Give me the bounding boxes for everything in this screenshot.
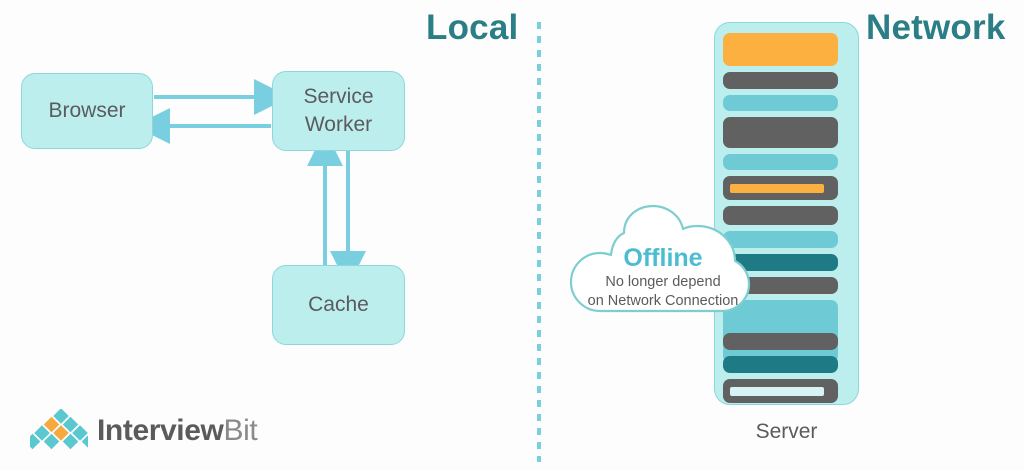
bar-teal-block	[723, 300, 838, 363]
section-title-local: Local	[426, 8, 519, 47]
cloud-title: Offline	[623, 244, 703, 272]
node-service-worker[interactable]: Service Worker	[272, 71, 405, 151]
node-cache-label: Cache	[308, 293, 369, 317]
cloud-text-block: Offline No longer depend on Network Conn…	[563, 245, 763, 310]
bar-gray-thin-1	[723, 72, 838, 89]
bar-gray-with-orange-inner-strip	[730, 183, 824, 193]
bar-gray-thin-2	[723, 206, 838, 225]
bar-gray-with-orange	[723, 176, 838, 200]
section-title-network: Network	[866, 8, 1006, 47]
offline-cloud: Offline No longer depend on Network Conn…	[563, 203, 763, 329]
node-service-worker-label: Service Worker	[303, 85, 374, 136]
bar-teal-thin-1	[723, 95, 838, 111]
bar-gray-large	[723, 117, 838, 148]
bar-teal-thin-3	[723, 231, 838, 248]
bar-gray-thin-5	[723, 333, 838, 350]
diamond-grid-logo-icon	[30, 409, 88, 450]
node-browser[interactable]: Browser	[21, 73, 153, 149]
node-cache[interactable]: Cache	[272, 265, 405, 345]
bar-deepteal-thin-2	[723, 356, 838, 373]
server-rack[interactable]	[714, 22, 859, 405]
server-label: Server	[755, 420, 818, 443]
node-browser-label: Browser	[48, 99, 126, 123]
logo-wordmark: InterviewBit	[97, 414, 258, 448]
cloud-shape-icon	[569, 204, 751, 313]
interviewbit-logo[interactable]: InterviewBit	[30, 409, 258, 453]
logo-wordmark-bold: Interview	[97, 414, 224, 447]
bar-gray-with-light	[723, 379, 838, 403]
logo-wordmark-light: Bit	[223, 414, 258, 447]
bar-orange-large	[723, 33, 838, 66]
bar-deepteal-thin-1	[723, 254, 838, 271]
bar-gray-thin-3	[723, 277, 838, 294]
bar-teal-thin-2	[723, 154, 838, 170]
bar-gray-with-light-inner-strip	[730, 386, 824, 396]
vertical-dotted-divider	[537, 22, 541, 462]
cloud-subtitle: No longer depend on Network Connection	[587, 274, 739, 309]
